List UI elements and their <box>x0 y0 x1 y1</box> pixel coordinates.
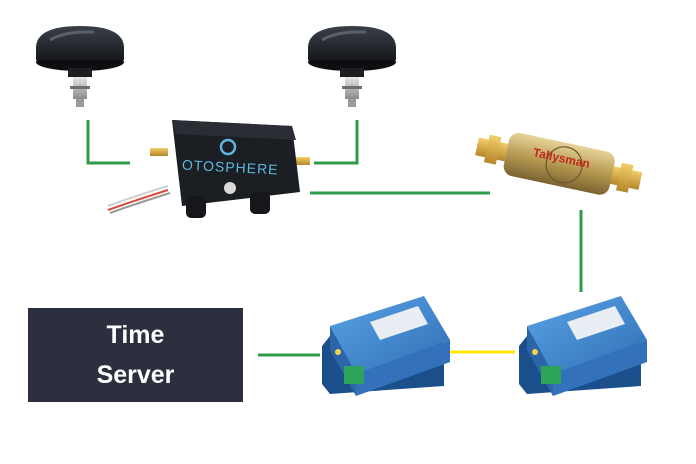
gnss-antenna-icon <box>36 26 124 107</box>
link-right-antenna-to-splitter <box>314 120 359 165</box>
antenna-splitter-icon: OTOSPHERE <box>107 120 310 218</box>
connection-lines <box>86 120 583 357</box>
time-server-label-line1: Time <box>106 321 165 349</box>
fiber-transceiver-icon <box>322 296 450 396</box>
splitter-brand: OTOSPHERE <box>182 156 279 177</box>
link-left-antenna-to-splitter <box>86 120 130 165</box>
gnss-antenna-icon <box>308 26 396 107</box>
inline-amplifier-icon: Tallysman <box>475 132 643 195</box>
time-server-label-line2: Server <box>96 361 175 389</box>
time-server-box: Time Server <box>28 308 243 402</box>
fiber-transceiver-icon <box>519 296 647 396</box>
